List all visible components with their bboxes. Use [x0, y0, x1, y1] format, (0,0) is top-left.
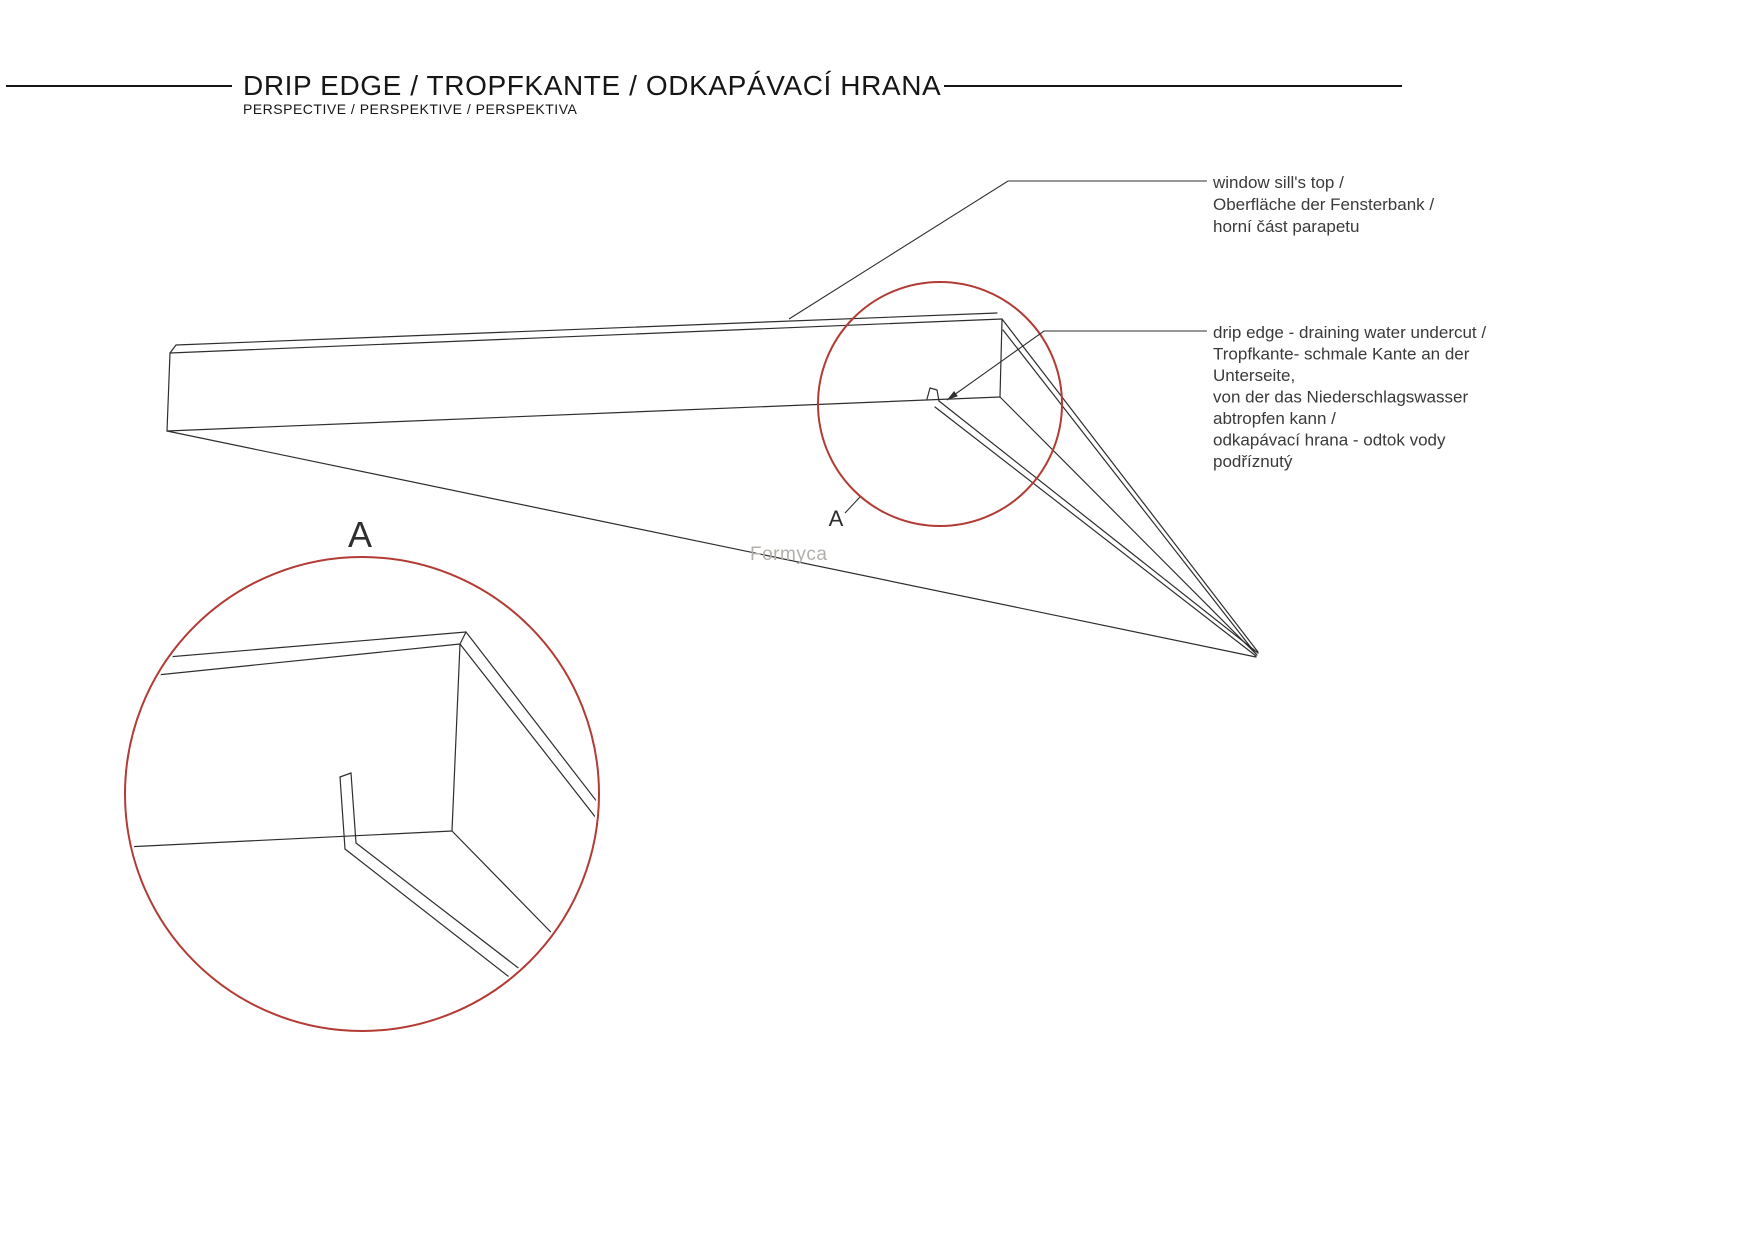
sill-front-bottom-edge	[166, 396, 1001, 432]
sill-left-end-edge	[166, 352, 171, 432]
zoom-corner-top-edge	[459, 631, 467, 645]
zoom-groove-line-2	[355, 842, 557, 998]
zoom-end-top-silhouette	[465, 631, 596, 839]
zoom-groove-line-1	[344, 848, 546, 1006]
sill-end-bottom-silhouette	[999, 396, 1258, 656]
zoom-front-bottom-edge	[128, 830, 453, 849]
sill-top-back-edge	[175, 312, 998, 346]
sill-left-top-edge	[169, 344, 177, 354]
annotation-window-sill-top: window sill's top / Oberfläche der Fenst…	[1212, 173, 1439, 236]
detail-marker-tick	[844, 496, 861, 514]
leader-drip-edge	[946, 330, 1207, 401]
watermark: Formyca	[750, 544, 827, 565]
page-subtitle: PERSPECTIVE / PERSPEKTIVE / PERSPEKTIVA	[243, 101, 577, 117]
detail-marker-circle	[817, 281, 1063, 527]
detail-zoom-circle	[124, 556, 600, 1032]
zoom-drip-hook-cap	[339, 772, 352, 778]
sill-end-top-silhouette	[1001, 318, 1259, 653]
page-title: DRIP EDGE / TROPFKANTE / ODKAPÁVACÍ HRAN…	[243, 70, 941, 101]
leader-drip-edge-arrowhead	[947, 391, 958, 400]
leader-window-sill-top	[788, 180, 1207, 320]
detail-marker-label: A	[829, 506, 844, 531]
zoom-corner-edge	[451, 643, 461, 832]
drip-edge-hook	[926, 387, 940, 402]
drip-groove-line-2	[934, 406, 1257, 657]
detail-zoom-label: A	[348, 514, 372, 555]
zoom-top-back-edge	[128, 631, 467, 662]
sill-top-front-edge	[169, 318, 1003, 354]
zoom-drip-hook-left	[339, 776, 346, 850]
zoom-top-front-edge	[128, 643, 461, 681]
zoom-drip-hook-right	[350, 772, 357, 844]
sill-right-corner-edge	[999, 319, 1003, 398]
annotation-drip-edge: drip edge - draining water undercut / Tr…	[1213, 323, 1491, 471]
window-sill-perspective-drawing	[166, 312, 1259, 658]
zoom-end-band-silhouette	[459, 643, 596, 847]
sill-underside-edge	[166, 430, 1257, 658]
sill-end-band-silhouette	[1002, 329, 1257, 655]
zoom-end-bottom-silhouette	[451, 830, 586, 968]
drip-groove-line-1	[938, 400, 1259, 654]
